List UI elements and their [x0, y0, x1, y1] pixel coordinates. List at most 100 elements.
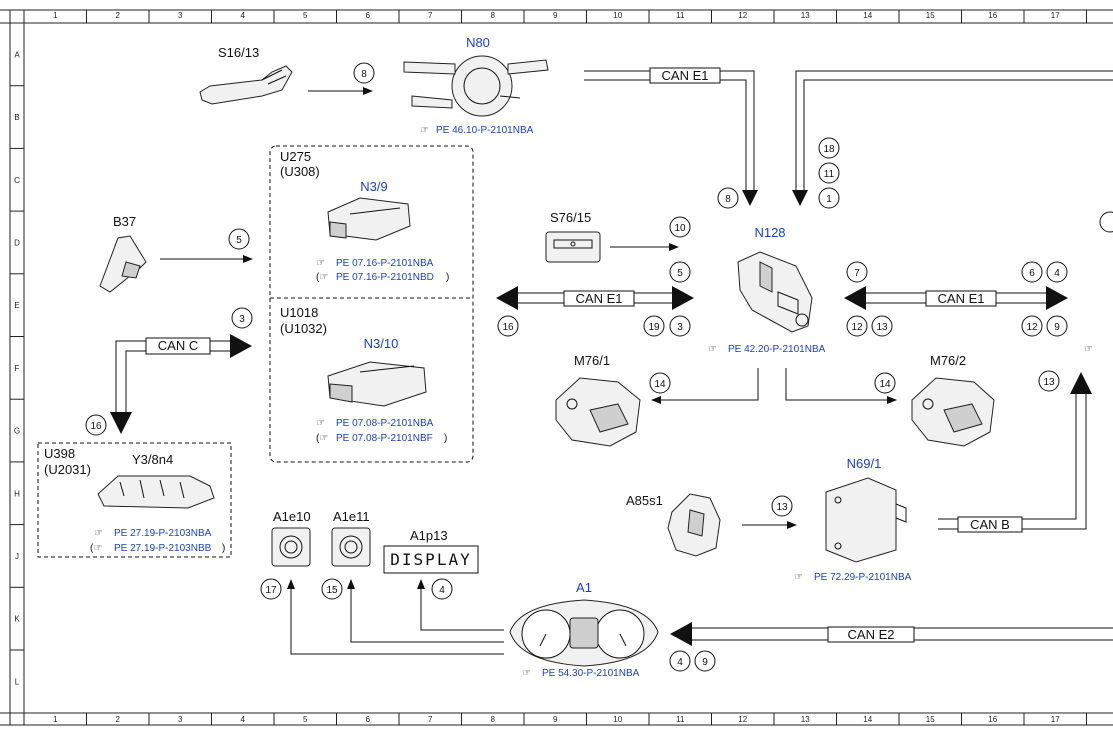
grid-col-label: 7: [428, 715, 433, 724]
svg-text:6: 6: [1029, 268, 1035, 279]
n3-9-ref1: PE 07.16-P-2101NBA: [336, 258, 434, 269]
u275-alt: (U308): [280, 164, 320, 179]
grid-row-label: L: [15, 677, 20, 686]
grid-row-label: C: [14, 176, 20, 185]
n128-ecu-icon: [737, 251, 813, 333]
grid-col-label: 8: [491, 715, 496, 724]
grid-col-label: 11: [676, 11, 685, 20]
grid-col-label: 5: [303, 715, 308, 724]
grid-col-label: 9: [553, 11, 558, 20]
svg-text:5: 5: [236, 235, 242, 246]
svg-text:CAN E1: CAN E1: [576, 291, 623, 306]
svg-text:): ): [222, 543, 225, 554]
n128-ref: PE 42.20-P-2101NBA: [728, 344, 826, 355]
grid-row-label: J: [15, 552, 19, 561]
grid-row-label: A: [14, 50, 20, 59]
signal-3-canc: 3: [231, 307, 253, 329]
signal-18: 18: [818, 137, 840, 159]
s16-switch-icon: [199, 65, 293, 105]
signal-9-right: 9: [1046, 315, 1068, 337]
svg-text:12: 12: [1026, 322, 1038, 333]
grid-row-label: D: [14, 238, 20, 247]
signal-4-e2: 4: [669, 650, 691, 672]
s76-switch-icon: [545, 231, 601, 263]
signal-13-a85: 13: [771, 495, 793, 517]
n80-ref: PE 46.10-P-2101NBA: [436, 125, 534, 136]
signal-6: 6: [1021, 261, 1043, 283]
svg-text:11: 11: [824, 169, 835, 180]
signal-16-canc: 16: [85, 414, 107, 436]
a1p13-display-text: DISPLAY: [390, 550, 471, 569]
svg-text:3: 3: [239, 314, 245, 325]
u398-label: U398: [44, 446, 75, 461]
u275-label: U275: [280, 149, 311, 164]
n128-label: N128: [754, 225, 785, 240]
svg-text:7: 7: [854, 268, 860, 279]
signal-14-right: 14: [874, 372, 896, 394]
a1e11-label: A1e11: [333, 509, 370, 524]
svg-text:): ): [444, 433, 447, 444]
svg-text:(☞: (☞: [316, 433, 328, 444]
grid-col-label: 4: [241, 715, 246, 724]
grid-col-label: 12: [738, 715, 747, 724]
svg-text:16: 16: [502, 322, 514, 333]
signal-7: 7: [846, 261, 868, 283]
svg-text:1: 1: [826, 194, 832, 205]
svg-text:☞: ☞: [1084, 344, 1093, 355]
signal-15: 15: [321, 578, 343, 600]
grid-col-label: 17: [1051, 11, 1060, 20]
grid-col-label: 16: [988, 11, 997, 20]
grid-col-label: 6: [366, 715, 371, 724]
grid-col-label: 10: [613, 715, 622, 724]
n3-10-ref2: PE 07.08-P-2101NBF: [336, 433, 433, 444]
svg-text:13: 13: [1043, 377, 1055, 388]
can-c-bus: CAN C: [110, 334, 252, 434]
svg-text:4: 4: [677, 657, 683, 668]
m76-2-label: M76/2: [930, 353, 966, 368]
svg-text:13: 13: [776, 502, 788, 513]
grid-col-label: 1: [53, 11, 58, 20]
signal-17: 17: [260, 578, 282, 600]
signal-12-right: 12: [1021, 315, 1043, 337]
signal-4-display: 4: [431, 578, 453, 600]
grid-col-label: 1: [53, 715, 58, 724]
u1018-alt: (U1032): [280, 321, 327, 336]
grid-row-label: G: [14, 427, 20, 436]
signal-16-mid: 16: [497, 315, 519, 337]
grid-row-label: H: [14, 489, 20, 498]
grid-col-label: 3: [178, 11, 183, 20]
grid-col-label: 11: [676, 715, 685, 724]
a1-instrument-cluster-icon: [509, 599, 659, 667]
y3-8n4-ref2: PE 27.19-P-2103NBB: [114, 543, 212, 554]
a1e10-indicator-icon: [271, 527, 311, 567]
grid-col-label: 15: [926, 11, 935, 20]
engine-control-group: [269, 145, 474, 463]
a1e10-label: A1e10: [273, 509, 311, 524]
signal-13-left: 13: [871, 315, 893, 337]
svg-text:(☞: (☞: [90, 543, 102, 554]
svg-text:13: 13: [876, 322, 888, 333]
svg-text:CAN B: CAN B: [970, 517, 1010, 532]
grid-col-label: 13: [801, 715, 810, 724]
n3-9-ref2: PE 07.16-P-2101NBD: [336, 272, 434, 283]
grid-col-label: 17: [1051, 715, 1060, 724]
a85-lock-switch-icon: [667, 493, 721, 557]
signal-5-b37: 5: [228, 228, 250, 250]
signal-8-s16: 8: [353, 62, 375, 84]
s16-label: S16/13: [218, 45, 259, 60]
y3-8n4-tcu-icon: [97, 475, 215, 509]
can-e2-bus: CAN E2: [670, 622, 1113, 646]
m76-1-label: M76/1: [574, 353, 610, 368]
u1018-label: U1018: [280, 305, 318, 320]
svg-text:9: 9: [1054, 322, 1060, 333]
grid-col-label: 14: [863, 715, 872, 724]
signal-12-left: 12: [846, 315, 868, 337]
n3-10-label: N3/10: [364, 336, 399, 351]
grid-col-label: 2: [116, 715, 121, 724]
b37-label: B37: [113, 214, 136, 229]
m76-2-brake-actuator-icon: [911, 377, 995, 447]
svg-text:(☞: (☞: [316, 272, 328, 283]
svg-text:☞: ☞: [94, 528, 103, 539]
grid-row-label: K: [14, 615, 20, 624]
